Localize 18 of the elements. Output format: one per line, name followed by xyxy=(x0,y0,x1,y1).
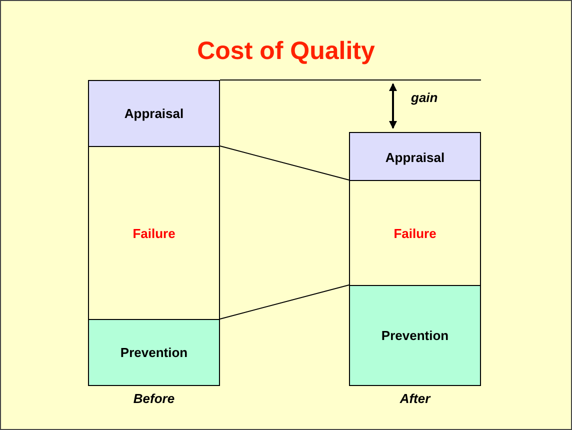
block-label: Failure xyxy=(394,226,436,240)
appraisal-block xyxy=(349,132,481,182)
column-caption: Before xyxy=(132,391,176,406)
appraisal-block xyxy=(88,80,220,147)
connector-line xyxy=(220,146,350,180)
prevention-block xyxy=(349,285,481,386)
title: Cost of Quality xyxy=(196,37,376,66)
column-caption: After xyxy=(398,391,432,406)
block-label: Prevention xyxy=(120,345,188,360)
prevention-block xyxy=(88,319,220,386)
failure-block xyxy=(88,146,220,320)
block-label: Prevention xyxy=(381,328,449,343)
block-label: Appraisal xyxy=(124,106,184,121)
failure-block xyxy=(349,180,481,286)
connector-line xyxy=(220,284,350,320)
dimension-label: gain xyxy=(411,90,438,105)
block-label: Failure xyxy=(132,226,176,240)
block-label: Appraisal xyxy=(385,150,445,164)
